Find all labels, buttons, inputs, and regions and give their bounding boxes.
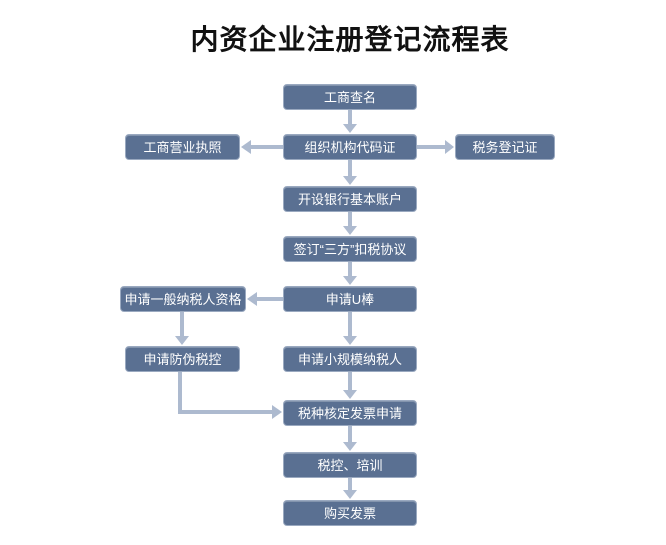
connector-anticounterfeit-taxtype [178,372,282,419]
connector-training-buyinvoice [343,478,357,499]
flow-node-buy-invoice: 购买发票 [283,500,417,526]
flow-node-general-taxpayer: 申请一般纳税人资格 [120,286,246,312]
connector-ukey-smallscale [343,312,357,345]
connector-orgcode-businesslicense [241,140,283,154]
connector-taxtype-training [343,426,357,451]
connector-orgcode-taxreg [417,140,454,154]
connector-tripartite-ukey [343,262,357,285]
flow-node-small-scale-taxpayer: 申请小规模纳税人 [283,346,417,372]
connector-generaltaxpayer-anticounterfeit [175,312,189,345]
flow-node-tax-type-invoice: 税种核定发票申请 [283,400,417,426]
flow-node-check-name: 工商查名 [283,84,417,110]
flow-node-ukey: 申请U棒 [283,286,417,312]
connector-checkname-orgcode [343,110,357,133]
flow-node-bank-account: 开设银行基本账户 [283,186,417,212]
connector-smallscale-taxtype [343,372,357,399]
connector-bank-tripartite [343,212,357,235]
flow-node-business-license: 工商营业执照 [125,134,240,160]
page-title: 内资企业注册登记流程表 [190,24,510,55]
flow-node-tax-registration: 税务登记证 [455,134,555,160]
flow-node-tax-control-training: 税控、培训 [283,452,417,478]
flow-node-anti-counterfeit: 申请防伪税控 [125,346,240,372]
connector-ukey-generaltaxpayer [247,292,283,306]
flow-node-tripartite-agreement: 签订“三方”扣税协议 [283,236,417,262]
connector-orgcode-bank [343,160,357,185]
flow-node-org-code-cert: 组织机构代码证 [283,134,417,160]
